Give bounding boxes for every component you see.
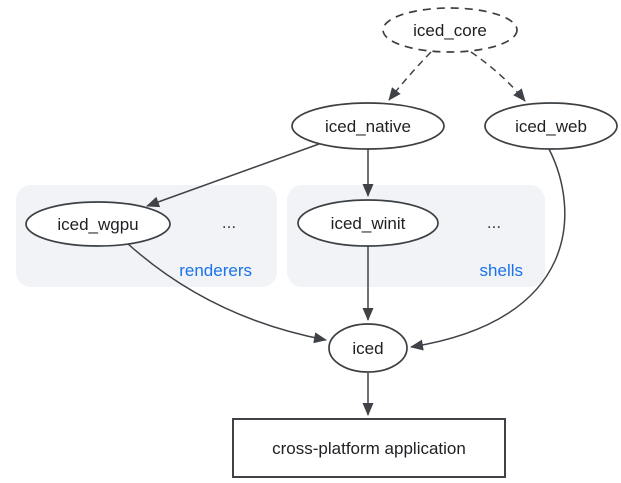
node-iced-ellipse [328, 323, 408, 373]
node-iced-web-label: iced_web [515, 117, 587, 136]
edge-iced-core-to-iced-native [388, 51, 432, 101]
node-iced-winit-ellipse [297, 199, 439, 247]
node-app-rect [232, 418, 506, 478]
group-shells-label: shells [480, 261, 523, 280]
edge-iced-wgpu-to-iced [126, 242, 327, 344]
node-iced-wgpu-ellipse [25, 201, 171, 247]
edge-iced-native-to-iced-wgpu [146, 143, 320, 208]
node-app-label: cross-platform application [272, 439, 466, 458]
group-renderers-label: renderers [179, 261, 252, 280]
node-iced-native-label: iced_native [325, 117, 411, 136]
edge-iced-web-to-iced [410, 148, 566, 351]
group-renderers-ellipsis: ... [222, 213, 236, 232]
node-iced-winit-label: iced_winit [331, 214, 406, 233]
node-iced-wgpu-label: iced_wgpu [57, 215, 138, 234]
group-shells-ellipsis: ... [487, 213, 501, 232]
node-iced-core-label: iced_core [413, 21, 487, 40]
node-iced-native-ellipse [291, 102, 445, 150]
edge-iced-core-to-iced-web [470, 51, 526, 102]
node-iced-web-ellipse [484, 102, 618, 150]
node-iced-core-ellipse [382, 7, 518, 53]
node-iced-label: iced [352, 339, 383, 358]
